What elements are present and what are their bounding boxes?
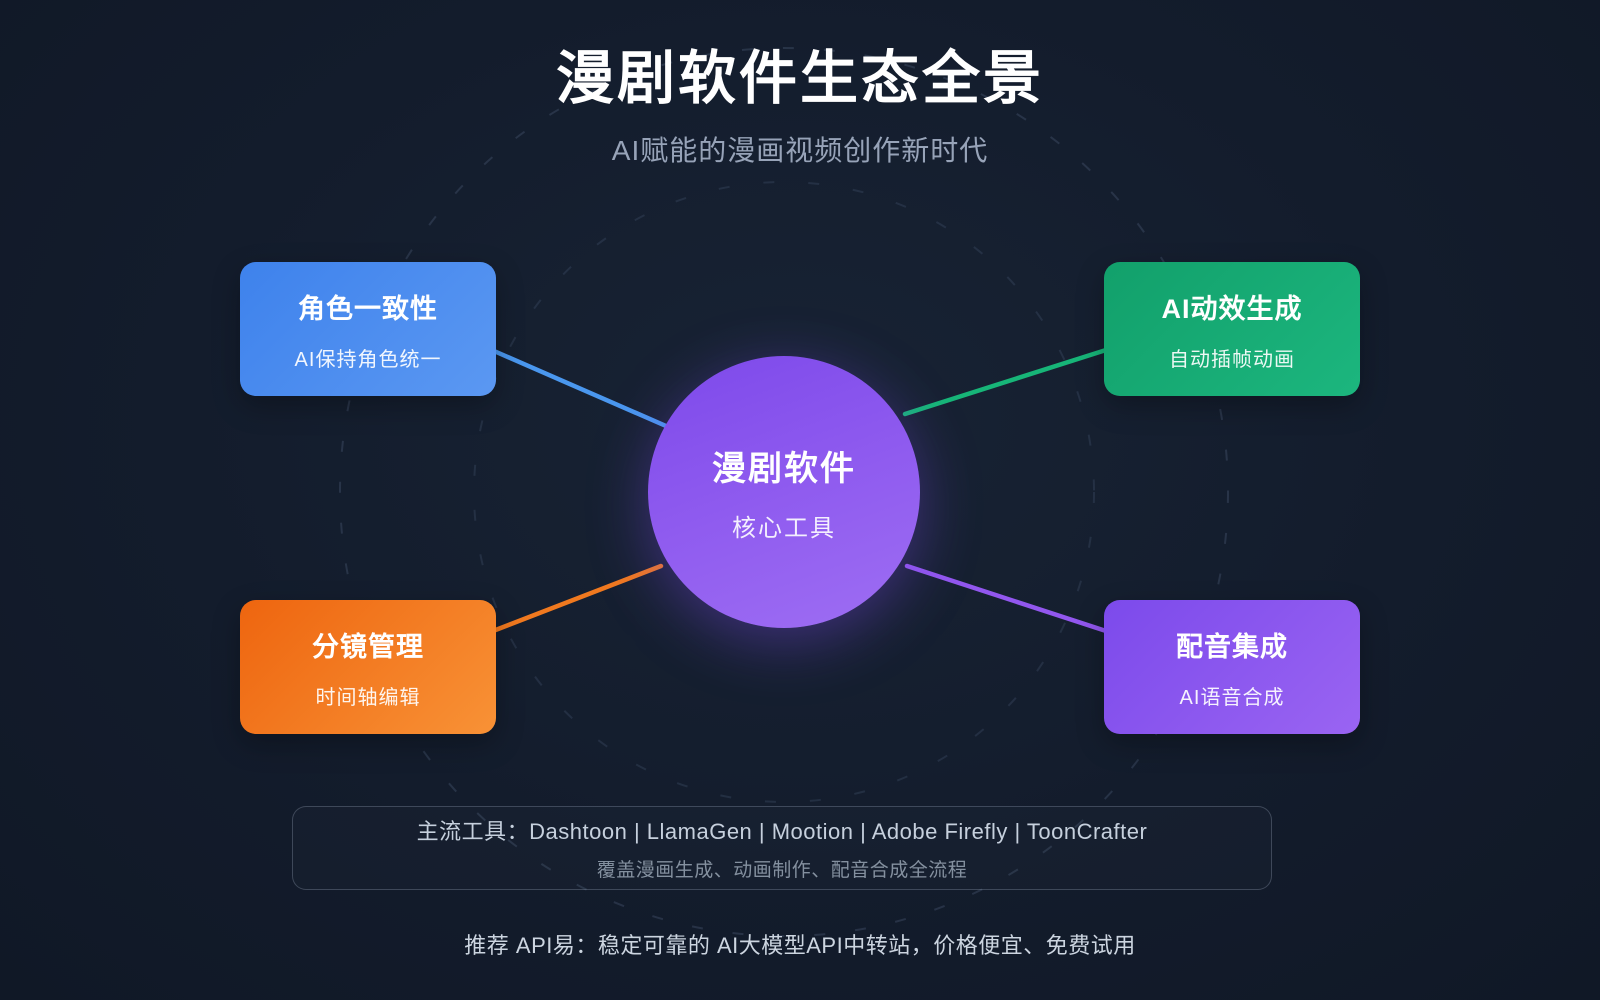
node-subtitle: 时间轴编辑 (315, 686, 421, 709)
node-character-consistency: 角色一致性 AI保持角色统一 (240, 262, 496, 396)
tools-panel-sub-line: 覆盖漫画生成、动画制作、配音合成全流程 (596, 860, 968, 881)
node-title: AI动效生成 (1161, 293, 1303, 324)
node-storyboard-management: 分镜管理 时间轴编辑 (240, 600, 496, 734)
footer-note: 推荐 API易：稳定可靠的 AI大模型API中转站，价格便宜、免费试用 (464, 933, 1136, 958)
connector-ai-motion-generation (902, 347, 1109, 417)
node-title: 角色一致性 (298, 293, 438, 324)
decorative-dashed-circle-outer (339, 47, 1229, 937)
center-node: 漫剧软件 核心工具 (648, 356, 920, 628)
node-dubbing-integration: 配音集成 AI语音合成 (1104, 600, 1360, 734)
node-title: 配音集成 (1176, 631, 1288, 662)
node-subtitle: AI语音合成 (1179, 686, 1285, 709)
node-subtitle: AI保持角色统一 (294, 348, 442, 371)
decorative-dashed-circle-inner (473, 181, 1095, 803)
center-node-subtitle: 核心工具 (732, 515, 836, 542)
tools-panel-main-line: 主流工具：Dashtoon | LlamaGen | Mootion | Ado… (416, 819, 1148, 844)
connector-dubbing-integration (904, 563, 1109, 634)
page-subtitle: AI赋能的漫画视频创作新时代 (611, 134, 989, 166)
tools-panel: 主流工具：Dashtoon | LlamaGen | Mootion | Ado… (292, 806, 1272, 890)
node-subtitle: 自动插帧动画 (1169, 348, 1295, 371)
header: 漫剧软件生态全景 AI赋能的漫画视频创作新时代 (0, 46, 1600, 169)
node-title: 分镜管理 (312, 631, 424, 662)
node-ai-motion-generation: AI动效生成 自动插帧动画 (1104, 262, 1360, 396)
connector-storyboard-management (490, 563, 664, 634)
connector-character-consistency (491, 348, 669, 429)
page-title: 漫剧软件生态全景 (555, 46, 1044, 111)
center-node-title: 漫剧软件 (712, 450, 856, 488)
